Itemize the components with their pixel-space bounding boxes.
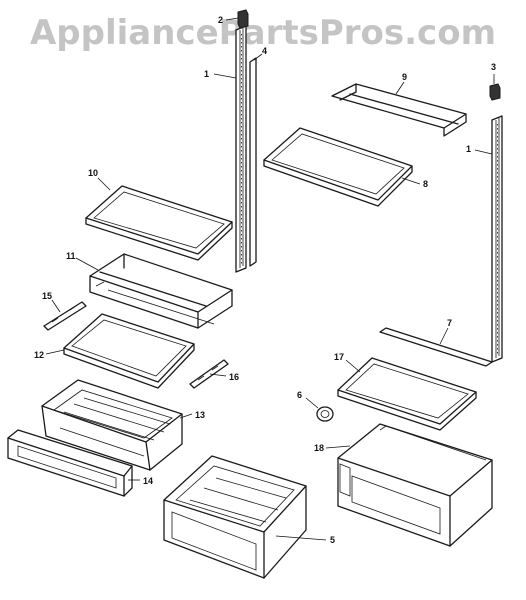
glass-shelf-right bbox=[337, 357, 477, 431]
callout-17: 17 bbox=[334, 352, 344, 362]
slide-rail-left bbox=[43, 301, 87, 331]
rail-cap-top bbox=[237, 9, 249, 29]
control-knob bbox=[316, 406, 334, 422]
callout-1-right: 1 bbox=[466, 144, 471, 154]
rail-cap-right bbox=[489, 83, 501, 101]
callout-18: 18 bbox=[314, 443, 324, 453]
glass-shelf-left bbox=[85, 185, 233, 261]
callout-1-left: 1 bbox=[204, 69, 209, 79]
callouts: 1 2 4 1 3 9 8 10 11 15 12 16 13 14 5 7 1… bbox=[34, 15, 496, 545]
callout-5: 5 bbox=[330, 535, 335, 545]
callout-7: 7 bbox=[447, 318, 452, 328]
deli-drawer bbox=[163, 455, 307, 579]
callout-9: 9 bbox=[402, 72, 407, 82]
callout-10: 10 bbox=[88, 168, 98, 178]
leader-lines bbox=[45, 17, 495, 541]
callout-6: 6 bbox=[297, 390, 302, 400]
shelf-bracket-upper bbox=[331, 83, 467, 137]
rail-left bbox=[235, 25, 247, 273]
crisper-pan bbox=[41, 379, 183, 471]
callout-14: 14 bbox=[143, 476, 153, 486]
rail-right bbox=[491, 115, 503, 363]
watermark: AppliancePartsPros.com bbox=[30, 13, 496, 53]
sliding-shelf bbox=[63, 313, 195, 389]
callout-3: 3 bbox=[491, 62, 496, 72]
meat-drawer bbox=[337, 423, 493, 547]
trim-strip bbox=[249, 57, 257, 267]
callout-12: 12 bbox=[34, 350, 44, 360]
glass-shelf-upper bbox=[263, 127, 413, 207]
callout-2: 2 bbox=[218, 15, 223, 25]
callout-8: 8 bbox=[423, 179, 428, 189]
callout-13: 13 bbox=[195, 410, 205, 420]
callout-16: 16 bbox=[229, 372, 239, 382]
slide-rail-right bbox=[189, 359, 229, 389]
shelf-frame bbox=[89, 253, 233, 329]
callout-4: 4 bbox=[262, 46, 267, 56]
shelf-trim bbox=[379, 327, 493, 367]
callout-15: 15 bbox=[42, 291, 52, 301]
callout-11: 11 bbox=[66, 251, 76, 261]
crisper-cover bbox=[7, 429, 133, 497]
